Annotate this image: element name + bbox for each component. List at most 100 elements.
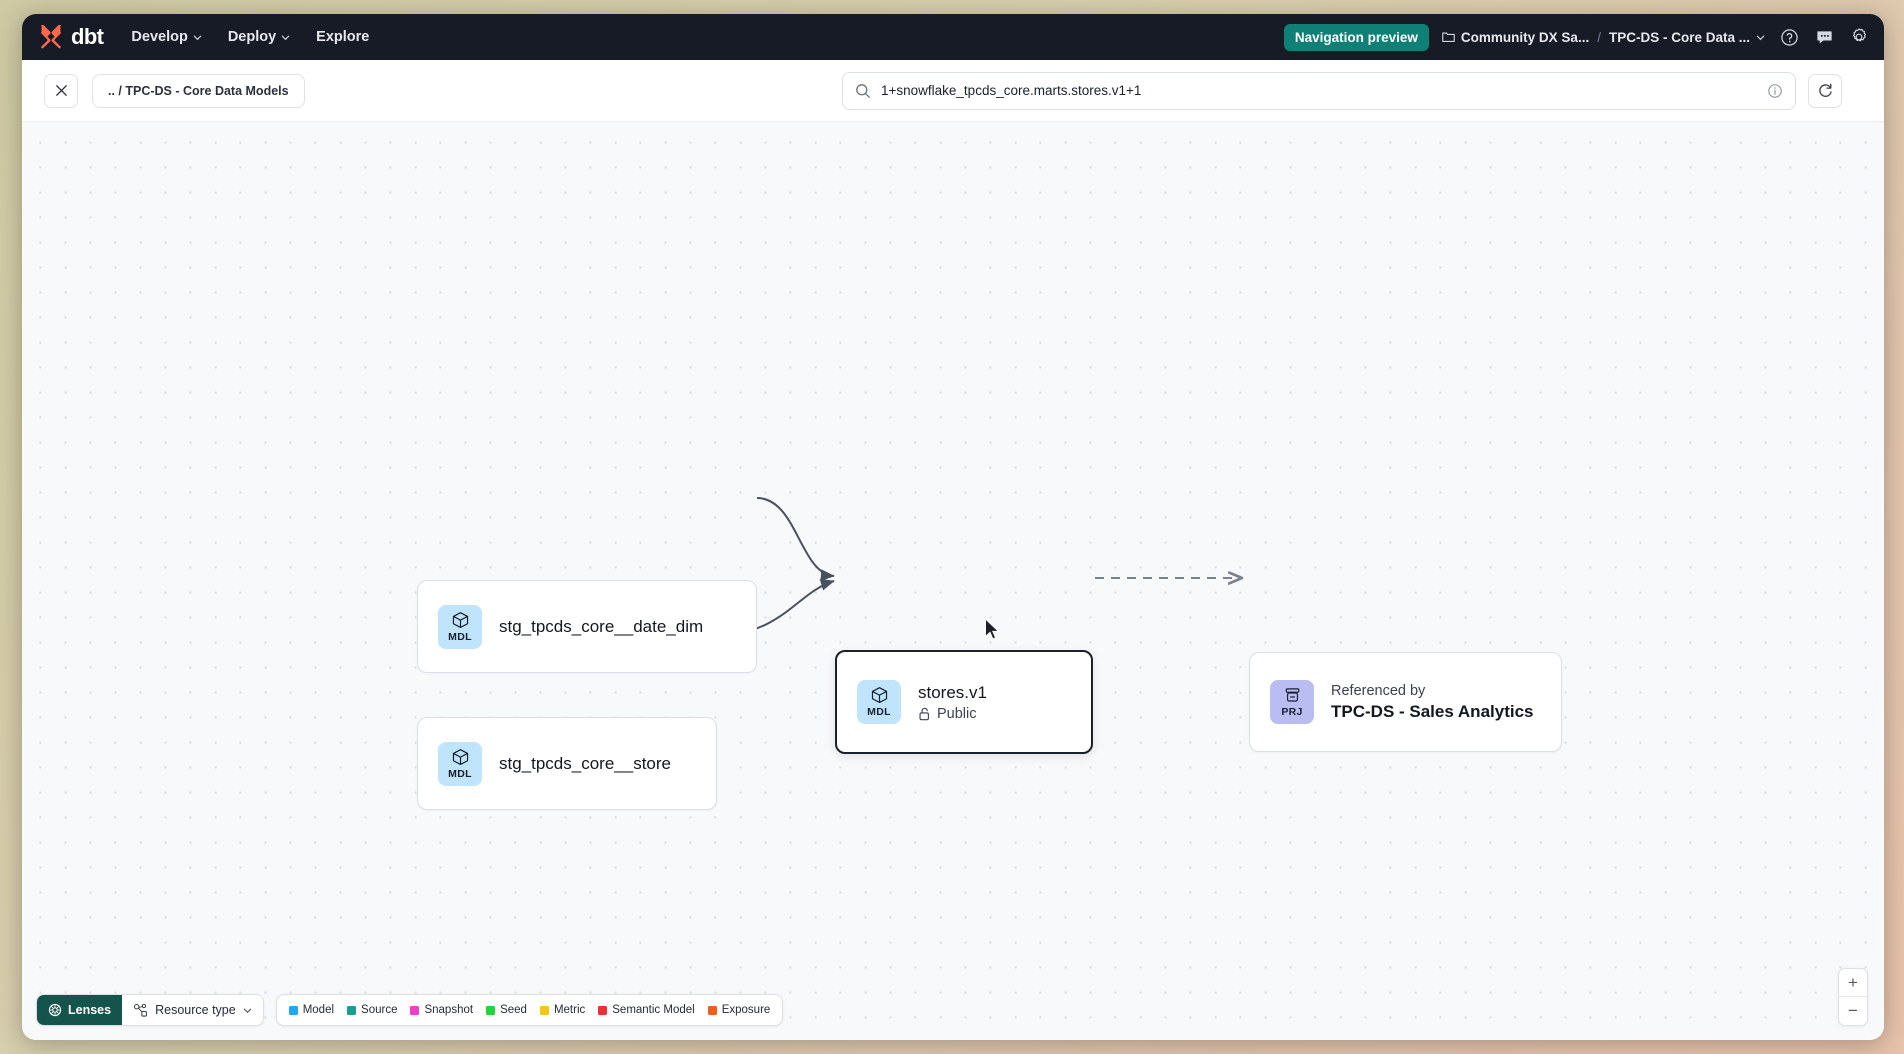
lineage-edges xyxy=(716,497,1884,636)
nav-item-develop[interactable]: Develop xyxy=(129,24,203,50)
badge-label: PRJ xyxy=(1281,706,1303,718)
nav-right-group: Navigation preview Community DX Sa... / … xyxy=(1283,23,1870,51)
node-access-level: Public xyxy=(918,706,987,722)
project-stack-icon xyxy=(1285,688,1299,702)
node-title: stg_tpcds_core__date_dim xyxy=(499,616,704,636)
search-area xyxy=(842,71,1842,110)
info-circle-icon[interactable] xyxy=(1767,83,1783,99)
node-graph-icon xyxy=(134,1003,148,1017)
gear-icon[interactable] xyxy=(1848,26,1870,48)
legend-item[interactable]: Exposure xyxy=(707,1004,771,1016)
nav-item-develop-label: Develop xyxy=(131,29,188,45)
lineage-node-stg-date-dim[interactable]: MDL stg_tpcds_core__date_dim xyxy=(417,580,757,673)
legend-swatch xyxy=(707,1005,717,1015)
legend-label: Metric xyxy=(553,1004,586,1016)
badge-label: MDL xyxy=(867,706,891,718)
chevron-down-icon xyxy=(193,35,202,40)
brand-name: dbt xyxy=(71,24,104,49)
legend-label: Seed xyxy=(500,1004,527,1016)
lineage-node-stores-v1[interactable]: MDL stores.v1 Public xyxy=(835,650,1093,754)
cube-icon xyxy=(871,687,887,704)
nav-item-deploy[interactable]: Deploy xyxy=(226,24,292,50)
folder-icon xyxy=(1442,32,1455,42)
lineage-search-box[interactable] xyxy=(842,71,1796,110)
resource-badge-project: PRJ xyxy=(1270,680,1314,724)
chevron-down-icon xyxy=(1756,35,1765,40)
legend-item[interactable]: Snapshot xyxy=(410,1004,473,1016)
resource-type-dropdown[interactable]: Resource type xyxy=(122,995,263,1025)
breadcrumb-project[interactable]: TPC-DS - Core Data ... xyxy=(1609,30,1765,45)
legend-swatch xyxy=(539,1005,549,1015)
legend-swatch xyxy=(486,1005,496,1015)
legend-item[interactable]: Semantic Model xyxy=(598,1004,695,1016)
badge-label: MDL xyxy=(448,767,472,780)
legend-label: Exposure xyxy=(721,1004,771,1016)
resource-badge-model: MDL xyxy=(438,604,482,649)
dbt-x-icon xyxy=(41,25,61,49)
lenses-label: Lenses xyxy=(68,1003,112,1017)
cube-icon xyxy=(452,748,468,765)
zoom-in-button[interactable]: + xyxy=(1839,969,1867,997)
unlock-icon xyxy=(919,707,929,720)
cube-icon xyxy=(452,611,468,628)
resource-badge-model: MDL xyxy=(438,741,482,786)
project-breadcrumb-pill[interactable]: .. / TPC-DS - Core Data Models xyxy=(92,73,305,108)
badge-label: MDL xyxy=(448,630,472,643)
resource-type-label: Resource type xyxy=(155,1003,236,1017)
node-title: TPC-DS - Sales Analytics xyxy=(1331,701,1534,721)
legend-swatch xyxy=(288,1005,298,1015)
breadcrumb-separator: / xyxy=(1597,29,1601,45)
lineage-canvas[interactable]: MDL stg_tpcds_core__date_dim MDL stg_tpc… xyxy=(22,122,1884,1040)
close-icon xyxy=(55,85,67,96)
refresh-button[interactable] xyxy=(1808,73,1842,108)
search-input[interactable] xyxy=(881,83,1757,98)
legend-item[interactable]: Model xyxy=(288,1004,335,1016)
zoom-controls: + − xyxy=(1838,968,1868,1026)
resource-badge-model: MDL xyxy=(857,680,901,724)
legend-label: Source xyxy=(361,1004,398,1016)
close-button[interactable] xyxy=(44,73,78,108)
legend-item[interactable]: Source xyxy=(347,1004,397,1016)
account-breadcrumb: Community DX Sa... / TPC-DS - Core Data … xyxy=(1442,30,1765,45)
lens-controls: Lenses Resource type xyxy=(36,994,264,1026)
nav-item-explore[interactable]: Explore xyxy=(314,24,371,50)
refresh-icon xyxy=(1818,83,1832,97)
help-circle-icon[interactable] xyxy=(1778,26,1800,48)
breadcrumb-project-label: TPC-DS - Core Data ... xyxy=(1608,29,1750,45)
breadcrumb-account[interactable]: Community DX Sa... xyxy=(1442,30,1589,45)
primary-nav: Develop Deploy Explore xyxy=(129,24,371,50)
canvas-bottom-controls: Lenses Resource type Model Source Snapshot… xyxy=(36,994,784,1026)
node-access-label: Public xyxy=(937,705,977,722)
legend-item[interactable]: Seed xyxy=(486,1004,527,1016)
legend-swatch xyxy=(347,1005,357,1015)
lineage-node-referenced-by-project[interactable]: PRJ Referenced by TPC-DS - Sales Analyti… xyxy=(1249,652,1562,752)
node-body: Referenced by TPC-DS - Sales Analytics xyxy=(1331,683,1534,722)
zoom-out-button[interactable]: − xyxy=(1848,1001,1858,1020)
navigation-preview-badge[interactable]: Navigation preview xyxy=(1283,23,1429,51)
chevron-down-icon xyxy=(243,1008,251,1013)
node-body: stores.v1 Public xyxy=(918,683,987,722)
node-kicker: Referenced by xyxy=(1331,682,1426,699)
chevron-down-icon xyxy=(281,35,290,40)
node-body: stg_tpcds_core__store xyxy=(499,754,671,774)
search-icon xyxy=(855,83,871,99)
nav-item-deploy-label: Deploy xyxy=(227,29,277,45)
lenses-button[interactable]: Lenses xyxy=(37,995,123,1025)
legend-label: Semantic Model xyxy=(612,1004,695,1016)
legend-item[interactable]: Metric xyxy=(539,1004,586,1016)
lineage-toolbar: .. / TPC-DS - Core Data Models xyxy=(22,60,1884,122)
resource-type-legend: Model Source Snapshot Seed Metric Semantic Mo… xyxy=(275,994,784,1026)
legend-swatch xyxy=(410,1005,420,1015)
nav-item-explore-label: Explore xyxy=(316,29,370,45)
lens-aperture-icon xyxy=(48,1003,62,1017)
app-window: dbt Develop Deploy Explore Navigation pr… xyxy=(22,14,1884,1040)
node-title: stores.v1 xyxy=(918,682,987,702)
top-navigation-bar: dbt Develop Deploy Explore Navigation pr… xyxy=(22,14,1884,60)
dbt-logo[interactable]: dbt xyxy=(38,24,104,50)
edge-date-dim-to-stores xyxy=(756,497,835,582)
lineage-node-stg-store[interactable]: MDL stg_tpcds_core__store xyxy=(417,717,717,810)
node-body: stg_tpcds_core__date_dim xyxy=(499,617,703,637)
feedback-chat-icon[interactable] xyxy=(1813,26,1835,48)
legend-label: Snapshot xyxy=(424,1004,474,1016)
legend-label: Model xyxy=(302,1004,335,1016)
